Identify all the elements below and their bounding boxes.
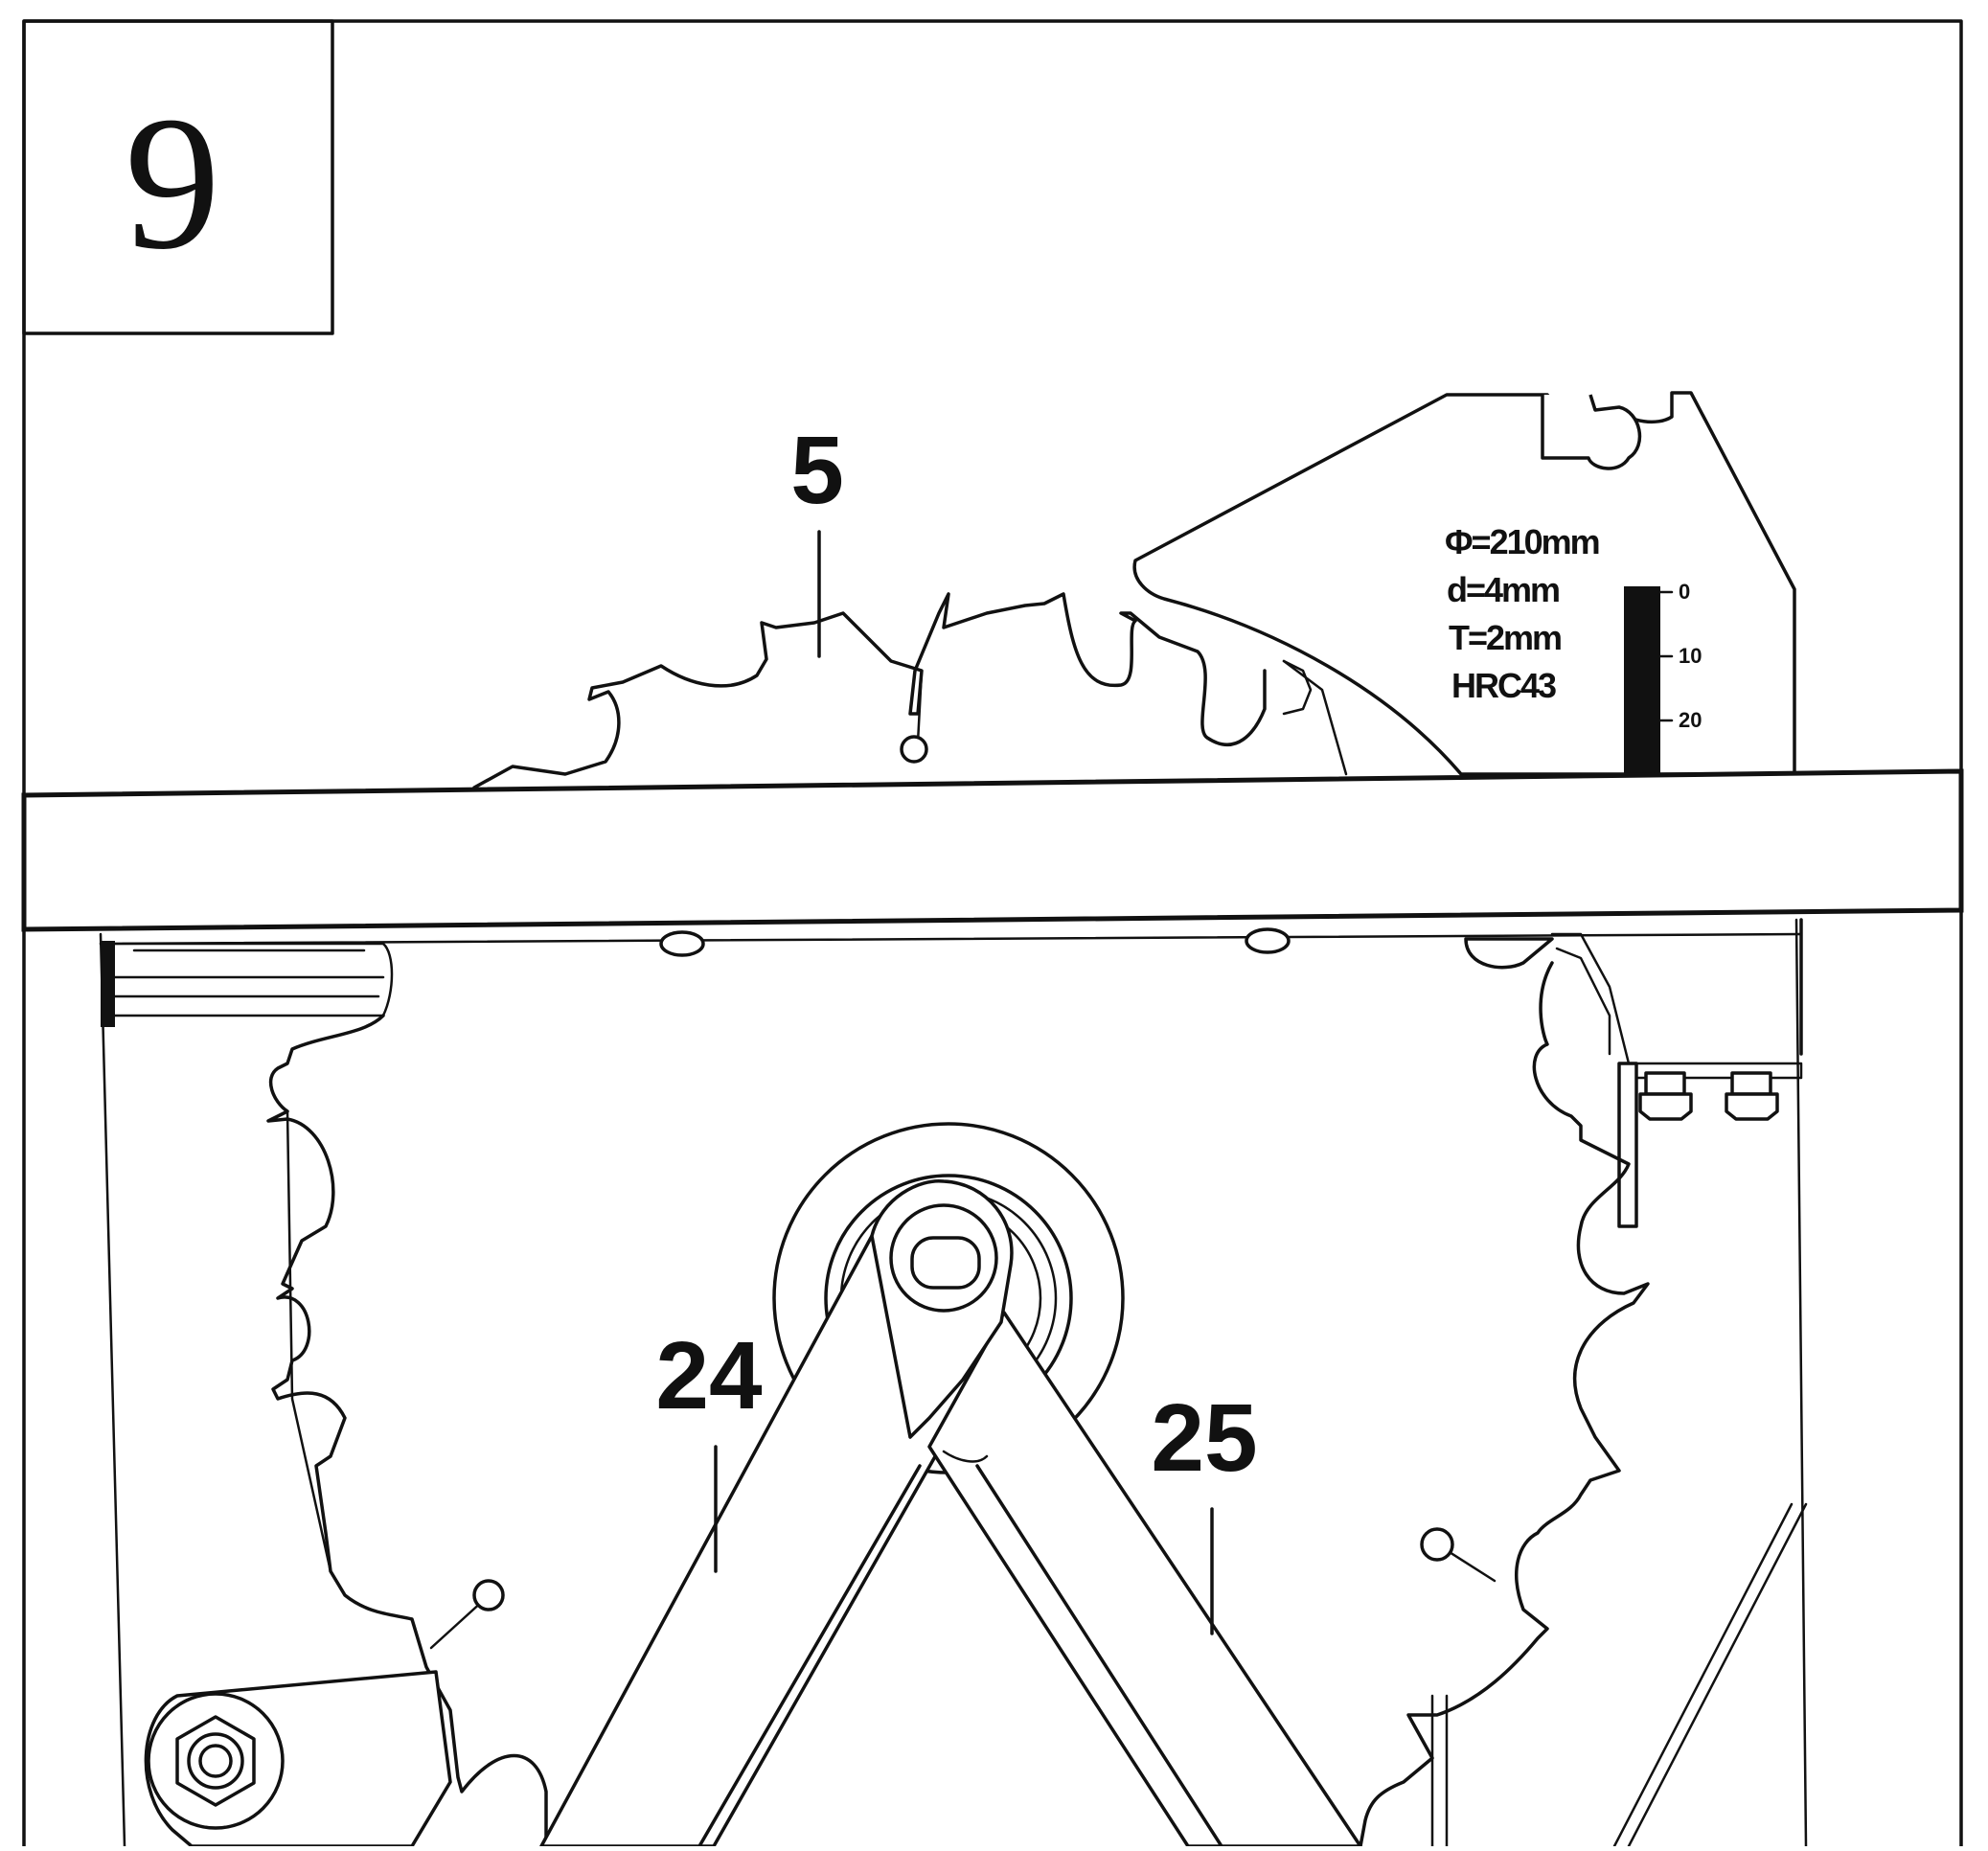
callout-25: 25 bbox=[1151, 1384, 1257, 1492]
hub-assembly bbox=[539, 1122, 1362, 1848]
scale-label-10: 10 bbox=[1679, 644, 1702, 668]
lower-frame bbox=[99, 918, 1808, 1848]
saw-blade-top bbox=[472, 592, 1313, 789]
scale-label-0: 0 bbox=[1679, 580, 1690, 604]
callout-left-arm: 24 bbox=[655, 1322, 763, 1573]
table-bar bbox=[21, 768, 1964, 932]
step-number-box: 9 bbox=[22, 19, 334, 335]
arm-right bbox=[927, 1311, 1362, 1848]
gauge-scale: 0 10 20 bbox=[1624, 580, 1702, 774]
right-bracket bbox=[1464, 932, 1803, 1228]
spec-thickness: T=2mm bbox=[1449, 618, 1561, 657]
callout-blade: 5 bbox=[790, 417, 844, 658]
spec-hardness: HRC43 bbox=[1451, 666, 1556, 705]
scale-label-20: 20 bbox=[1679, 708, 1702, 732]
spec-bore: d=4mm bbox=[1447, 570, 1559, 609]
outer-frame bbox=[22, 19, 1963, 1851]
spec-diameter: Φ=210mm bbox=[1445, 522, 1599, 561]
callout-5: 5 bbox=[790, 417, 844, 524]
bolt-a bbox=[1638, 1071, 1693, 1121]
left-pivot-block bbox=[144, 1670, 452, 1848]
callout-24: 24 bbox=[655, 1322, 763, 1429]
blade-guard: Φ=210mm d=4mm T=2mm HRC43 0 10 20 bbox=[1132, 391, 1796, 776]
bolt-b bbox=[1725, 1071, 1779, 1121]
step-number: 9 bbox=[125, 78, 220, 289]
blade-spec: Φ=210mm d=4mm T=2mm HRC43 bbox=[1445, 522, 1601, 705]
callout-right-arm: 25 bbox=[1151, 1384, 1258, 1635]
